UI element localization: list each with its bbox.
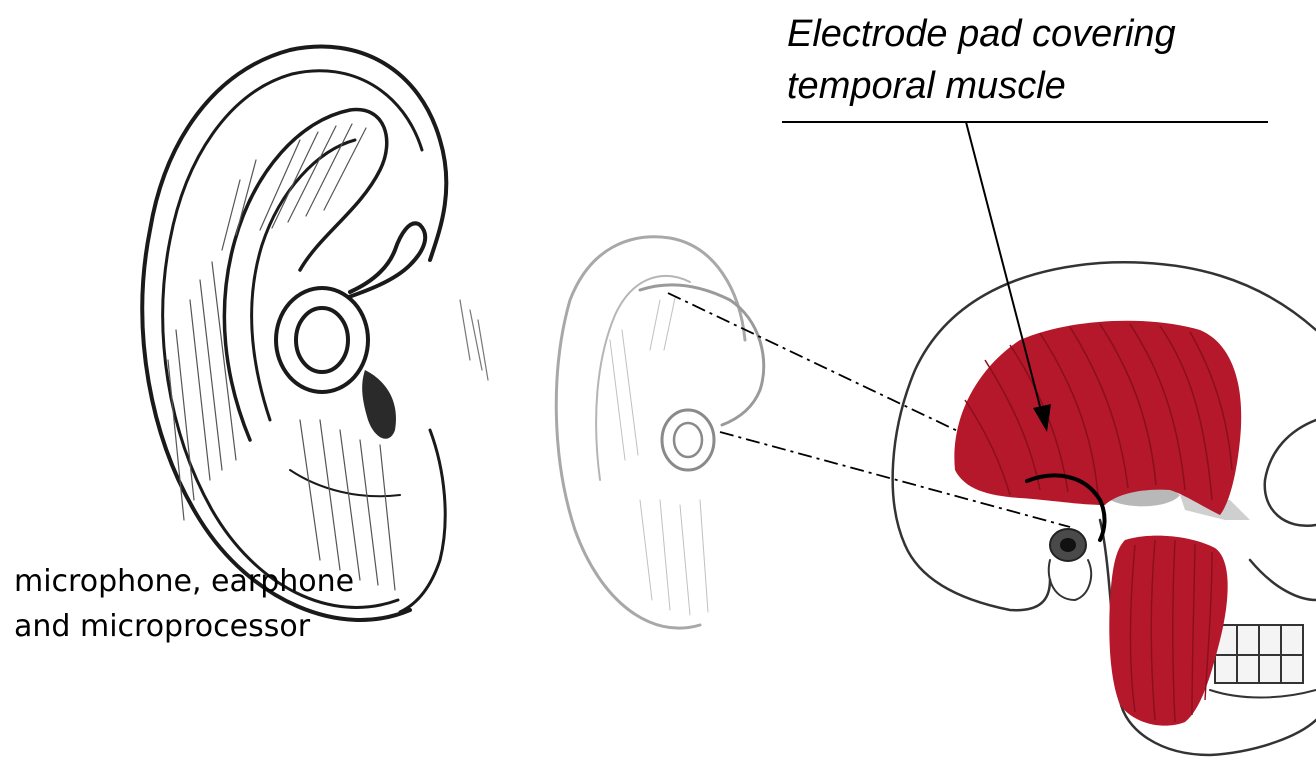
device-label: microphone, earphone and microprocessor (14, 564, 354, 644)
ear-sketch-icon (142, 47, 488, 620)
device-label-line1: microphone, earphone (14, 564, 354, 599)
device-label-line2: and microprocessor (14, 609, 311, 644)
faint-ear-sketch-icon (556, 237, 763, 628)
temporalis-muscle-icon (954, 321, 1241, 515)
pad-label-line2: temporal muscle (787, 65, 1066, 107)
pad-label-line1: Electrode pad covering (787, 13, 1176, 55)
masseter-muscle-icon (1109, 536, 1227, 726)
